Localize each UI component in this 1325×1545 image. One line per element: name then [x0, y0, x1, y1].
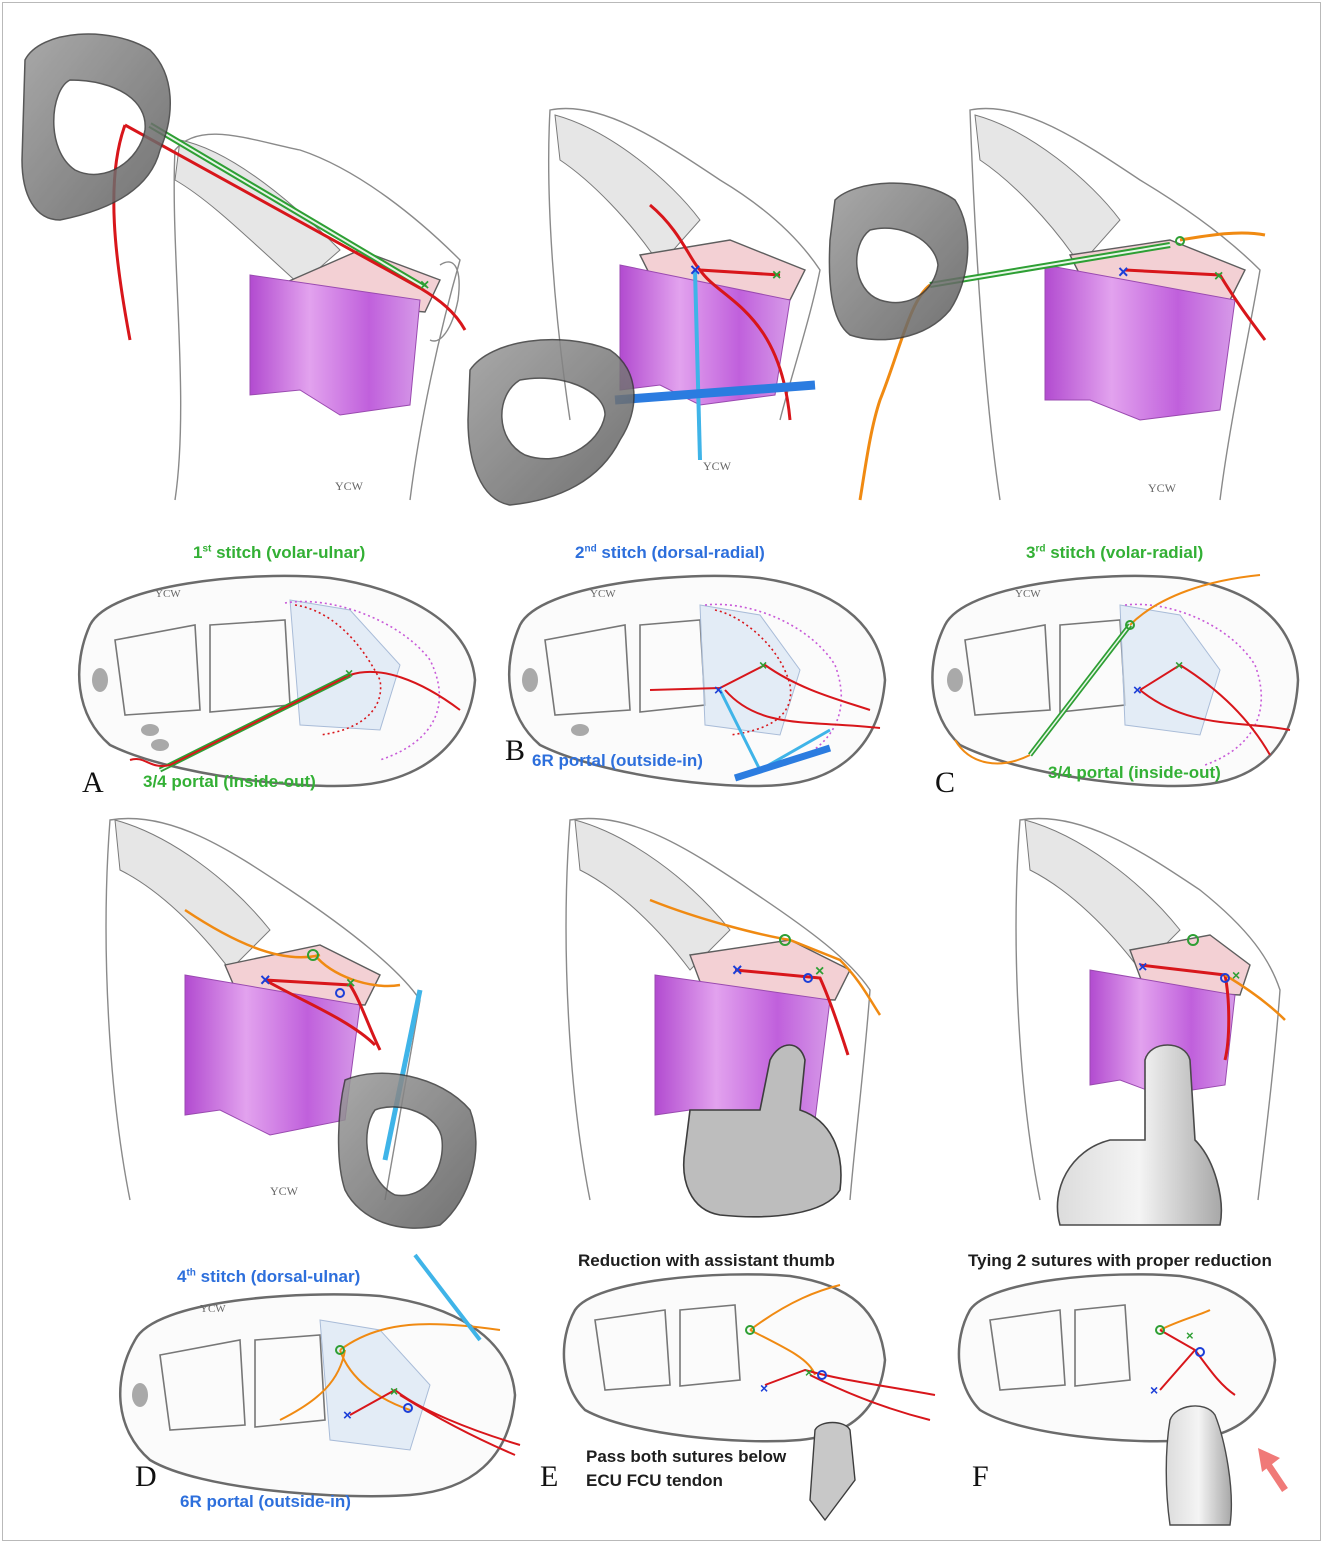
caption-d-rest: stitch (dorsal-ulnar) — [196, 1267, 360, 1286]
tfcc-magenta-band — [655, 975, 830, 1130]
svg-text:×: × — [390, 1383, 398, 1399]
svg-text:×: × — [759, 657, 767, 673]
caption-d-sup: th — [186, 1267, 195, 1278]
section-outline — [932, 576, 1298, 786]
gloved-hand-d — [339, 1073, 476, 1228]
caption-a-rest: stitch (volar-ulnar) — [211, 543, 365, 562]
panel-e-sketch: × × — [566, 818, 880, 1216]
panel-b-sketch: × × YCW — [468, 108, 820, 505]
svg-text:×: × — [1138, 959, 1147, 976]
caption-f-title: Tying 2 sutures with proper reduction — [968, 1251, 1272, 1271]
svg-text:×: × — [1133, 682, 1142, 699]
triquetrum-hatch — [575, 820, 730, 970]
caption-b-portal: 6R portal (outside-in) — [532, 751, 703, 771]
gloved-hand-b — [468, 340, 634, 505]
caption-b-sup: nd — [584, 543, 596, 554]
svg-text:×: × — [732, 960, 743, 980]
panel-f-sketch: × × — [1016, 818, 1285, 1225]
svg-text:×: × — [805, 1365, 813, 1380]
gloved-hand-a — [22, 34, 170, 220]
section-signature-c: YCW — [1015, 588, 1041, 600]
panel-letter-f: F — [972, 1460, 989, 1494]
svg-text:×: × — [1232, 967, 1240, 983]
panel-a-sketch: × YCW — [22, 34, 465, 500]
svg-text:×: × — [760, 1380, 768, 1396]
panel-letter-e: E — [540, 1460, 558, 1494]
section-d: × × YCW — [120, 1255, 520, 1496]
svg-text:×: × — [1175, 657, 1183, 673]
panel-letter-d: D — [135, 1460, 157, 1494]
caption-c-portal: 3/4 portal (inside-out) — [1048, 763, 1221, 783]
svg-text:×: × — [1214, 268, 1223, 285]
svg-text:×: × — [420, 277, 429, 294]
tfcc-magenta-band — [250, 275, 420, 415]
section-f: × × — [959, 1274, 1285, 1525]
section-signature-d: YCW — [200, 1303, 226, 1315]
section-signature-b: YCW — [590, 588, 616, 600]
triquetrum-hatch — [175, 140, 340, 285]
caption-c-sup: rd — [1035, 543, 1045, 554]
caption-b-title: 2nd stitch (dorsal-radial) — [575, 543, 765, 563]
section-signature-a: YCW — [155, 588, 181, 600]
panel-d-sketch: × × YCW — [106, 818, 476, 1228]
caption-c-title: 3rd stitch (volar-radial) — [1026, 543, 1203, 563]
panel-letter-b: B — [505, 734, 525, 768]
section-outline — [959, 1274, 1275, 1441]
svg-text:×: × — [714, 682, 723, 699]
caption-a-title: 1st stitch (volar-ulnar) — [193, 543, 365, 563]
svg-text:×: × — [1186, 1328, 1194, 1343]
panel-letter-a: A — [82, 766, 104, 800]
caption-a-portal: 3/4 portal (inside-out) — [143, 772, 316, 792]
svg-text:×: × — [346, 975, 355, 992]
artist-signature-c: YCW — [1148, 481, 1177, 495]
svg-text:×: × — [772, 267, 781, 284]
section-c: × × YCW — [932, 575, 1298, 786]
artist-signature-a: YCW — [335, 479, 364, 493]
caption-e-title: Reduction with assistant thumb — [578, 1251, 835, 1271]
svg-text:×: × — [815, 963, 824, 980]
caption-d-title: 4th stitch (dorsal-ulnar) — [177, 1267, 360, 1287]
ulnar-styloid — [430, 262, 459, 341]
caption-d-portal: 6R portal (outside-in) — [180, 1492, 351, 1512]
artist-signature-b: YCW — [703, 459, 732, 473]
caption-c-rest: stitch (volar-radial) — [1045, 543, 1203, 562]
caption-e-note-1: Pass both sutures below — [586, 1447, 786, 1467]
section-outline — [79, 576, 475, 786]
artist-signature-d: YCW — [270, 1184, 299, 1198]
svg-text:×: × — [260, 970, 271, 990]
svg-text:×: × — [343, 1407, 352, 1424]
triquetrum-hatch — [975, 115, 1120, 265]
svg-text:×: × — [690, 260, 701, 280]
gloved-hand-c — [829, 183, 967, 340]
section-a: × YCW — [79, 576, 475, 786]
triquetrum-hatch — [555, 115, 700, 265]
caption-b-rest: stitch (dorsal-radial) — [597, 543, 765, 562]
panel-letter-c: C — [935, 766, 955, 800]
assistant-thumb-small — [810, 1423, 855, 1521]
panel-c-sketch: × × YCW — [829, 108, 1265, 500]
svg-text:×: × — [345, 665, 353, 681]
triquetrum-hatch — [115, 820, 270, 970]
section-outline — [564, 1274, 885, 1441]
caption-e-note-2: ECU FCU tendon — [586, 1471, 723, 1491]
svg-text:×: × — [1118, 262, 1129, 282]
svg-text:×: × — [1150, 1382, 1158, 1398]
